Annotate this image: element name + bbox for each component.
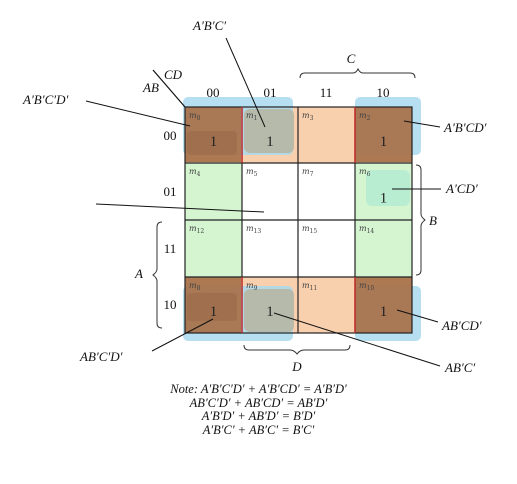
term-a-b-c-d-left: A′B′C′D′ xyxy=(22,92,68,107)
brace-d xyxy=(243,344,351,355)
col-header-11: 11 xyxy=(320,85,333,100)
minterm-label-m14: m14 xyxy=(359,224,374,235)
row-header-00: 00 xyxy=(164,128,177,143)
label-ab: AB xyxy=(142,80,159,95)
minterm-label-m8: m8 xyxy=(189,281,201,292)
group-overlays xyxy=(183,97,421,341)
group-corner-m8 xyxy=(185,277,241,333)
minterm-label-m4: m4 xyxy=(189,167,201,178)
kmap-cell-m5 xyxy=(242,163,298,220)
kmap-cell-m7 xyxy=(298,163,355,220)
note-line-4: A′B′C′ + AB′C′ = B′C′ xyxy=(202,422,315,437)
term-a-c-d: A′CD′ xyxy=(445,181,478,196)
minterm-label-m13: m13 xyxy=(246,224,261,235)
red-edges xyxy=(241,107,356,333)
kmap-cell-m15 xyxy=(298,220,355,277)
note-line-3: A′B′D′ + AB′D′ = B′D′ xyxy=(201,409,316,423)
kmap-cell-m13 xyxy=(242,220,298,277)
note-line-2: AB′C′D′ + AB′CD′ = AB′D′ xyxy=(189,395,328,410)
group-a-c-d xyxy=(366,170,410,206)
term-a-b-c-2: AB′C′ xyxy=(444,360,475,375)
group-corner-m10 xyxy=(355,277,412,333)
col-header-10: 10 xyxy=(377,85,390,100)
cell-value-m9: 1 xyxy=(266,304,274,320)
minterm-label-m12: m12 xyxy=(189,224,204,235)
col-header-01: 01 xyxy=(264,85,277,100)
minterm-label-m15: m15 xyxy=(302,224,317,235)
group-m0-inner xyxy=(187,131,237,155)
cell-value-m6: 1 xyxy=(380,191,388,207)
kmap-cell-m3 xyxy=(298,107,355,163)
label-cd: CD xyxy=(164,67,183,82)
brace-d-label: D xyxy=(291,359,302,374)
note-line-1: Note: A′B′C′D′ + A′B′CD′ = A′B′D′ xyxy=(170,382,347,396)
minterm-label-m1: m1 xyxy=(246,111,257,122)
term-a-b-c-d-right: A′B′CD′ xyxy=(443,120,487,135)
minterm-label-m3: m3 xyxy=(302,111,314,122)
group-corner-m0 xyxy=(185,107,241,162)
cell-value-m0: 1 xyxy=(210,134,218,150)
minterm-label-m5: m5 xyxy=(246,167,258,178)
minterm-label-m10: m10 xyxy=(359,281,374,292)
row-header-01: 01 xyxy=(164,184,177,199)
brace-a xyxy=(152,221,163,329)
row-header-11: 11 xyxy=(164,241,177,256)
leader-lines xyxy=(85,37,441,367)
term-a-b-c-d-3: AB′C′D′ xyxy=(79,349,123,364)
cell-value-m10: 1 xyxy=(380,304,388,320)
minterm-label-m11: m11 xyxy=(302,281,317,292)
term-a-b-c-top: A′B′C′ xyxy=(192,18,226,33)
cell-value-m8: 1 xyxy=(210,304,218,320)
brace-c xyxy=(299,67,416,79)
kmap-cell-m12 xyxy=(185,220,242,277)
minterm-label-m6: m6 xyxy=(359,167,371,178)
brace-b-label: B xyxy=(429,213,437,228)
corner-diagonal xyxy=(152,69,186,108)
notes-block: Note: A′B′C′D′ + A′B′CD′ = A′B′D′ AB′C′D… xyxy=(0,382,517,437)
brace-c-label: C xyxy=(347,51,356,66)
minterm-label-m9: m9 xyxy=(246,281,258,292)
kmap-cell-m14 xyxy=(355,220,412,277)
cell-value-m2: 1 xyxy=(380,134,388,150)
minterm-label-m7: m7 xyxy=(302,167,314,178)
row-header-10: 10 xyxy=(164,297,177,312)
term-a-b-c-d-2: AB′CD′ xyxy=(441,318,482,333)
group-m9 xyxy=(244,289,294,332)
minterm-label-m0: m0 xyxy=(189,111,201,122)
brace-b xyxy=(415,164,426,276)
group-m8-inner xyxy=(187,293,237,321)
col-header-00: 00 xyxy=(207,85,220,100)
cell-value-m1: 1 xyxy=(266,134,274,150)
group-corner-m2 xyxy=(355,107,412,162)
minterm-label-m2: m2 xyxy=(359,111,371,122)
brace-a-label: A xyxy=(134,266,143,281)
group-m1 xyxy=(244,109,294,153)
